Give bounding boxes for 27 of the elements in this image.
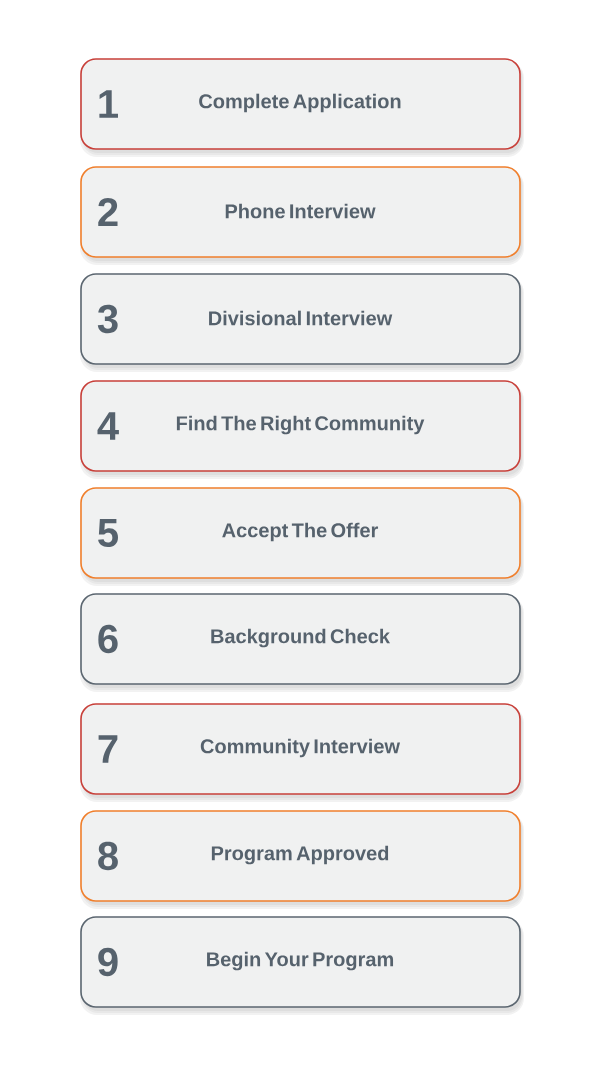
step-title: Community Interview xyxy=(200,738,401,758)
step-box xyxy=(80,593,524,692)
step-title: Background Check xyxy=(211,628,390,648)
step-box xyxy=(80,166,524,265)
step-box xyxy=(80,703,524,802)
step-number: 2 xyxy=(98,198,118,226)
step-box xyxy=(80,487,524,586)
step-box xyxy=(80,810,524,909)
step-number: 5 xyxy=(98,519,118,547)
step-number: 7 xyxy=(98,735,118,763)
step-number: 4 xyxy=(97,412,119,440)
step-number: 8 xyxy=(98,841,118,871)
step-number: 3 xyxy=(97,304,118,334)
step-title: Begin Your Program xyxy=(207,951,394,971)
step-title: Divisional Interview xyxy=(209,310,393,326)
step-box xyxy=(80,916,524,1015)
step-box xyxy=(80,380,524,479)
step-number: 9 xyxy=(98,947,118,977)
step-title: Complete Application xyxy=(199,93,401,113)
step-box xyxy=(80,273,524,372)
step-box xyxy=(80,58,524,157)
step-title: Program Approved xyxy=(211,845,389,865)
step-number: 1 xyxy=(99,90,118,118)
step-title: Find The Right Community xyxy=(176,415,425,435)
step-title: Phone Interview xyxy=(225,203,376,219)
step-title: Accept The Offer xyxy=(222,522,379,542)
step-number: 6 xyxy=(98,624,118,654)
